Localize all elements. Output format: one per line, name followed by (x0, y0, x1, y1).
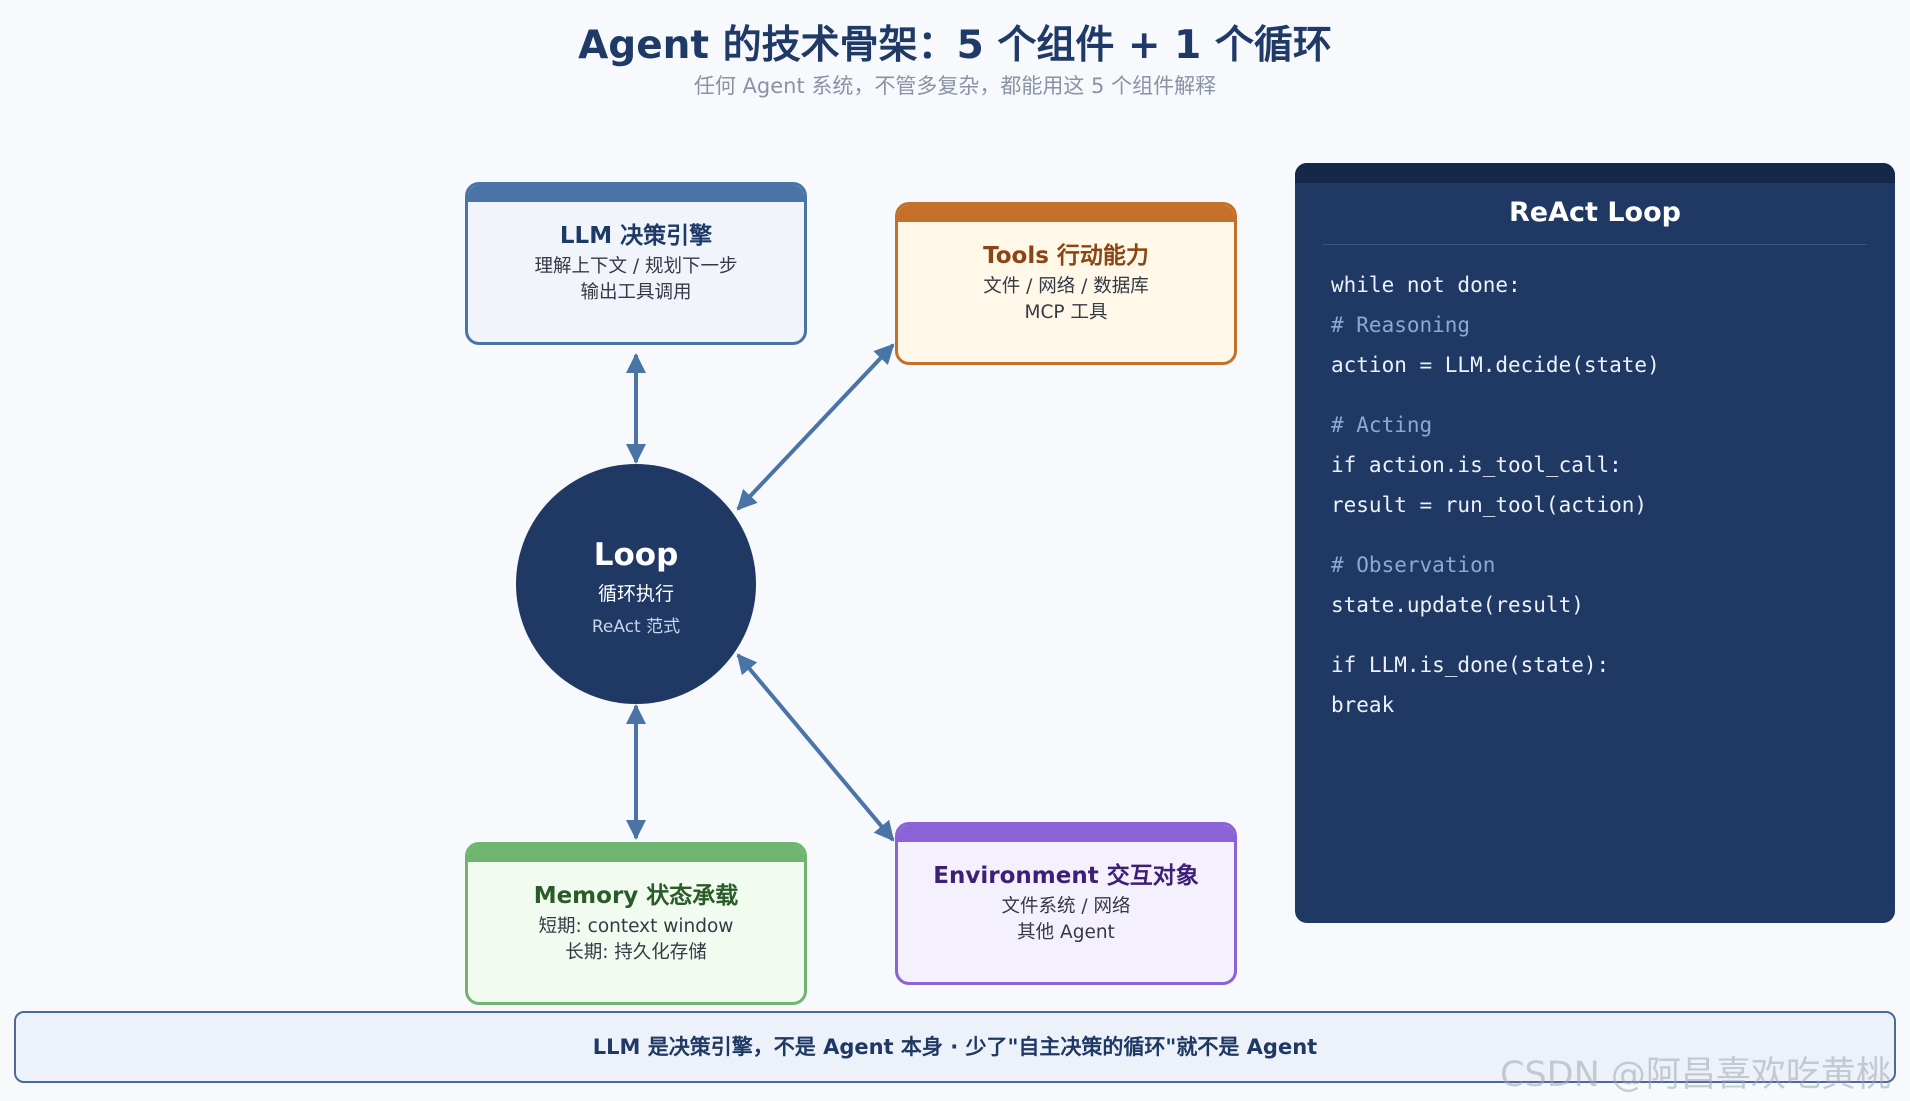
loop-caption: ReAct 范式 (591, 617, 681, 637)
react-code-block: while not done: # Reasoning action = LLM… (1295, 265, 1895, 725)
react-loop-panel: ReAct Loop while not done: # Reasoning a… (1295, 163, 1895, 923)
react-panel-title: ReAct Loop (1509, 197, 1681, 228)
tools-card-band (898, 205, 1234, 222)
memory-card-line: 短期: context window (538, 916, 734, 937)
code-gap (1331, 525, 1895, 545)
code-comment-line: # Observation (1331, 553, 1496, 577)
footer-note: LLM 是决策引擎，不是 Agent 本身 · 少了"自主决策的循环"就不是 A… (14, 1011, 1896, 1083)
code-line: if action.is_tool_call: (1331, 453, 1622, 477)
tools-component-card: Tools 行动能力 文件 / 网络 / 数据库 MCP 工具 (895, 202, 1237, 365)
code-line: if LLM.is_done(state): (1331, 653, 1610, 677)
environment-card-title: Environment 交互对象 (933, 863, 1199, 889)
watermark: CSDN @阿昌喜欢吃黄桃 (1500, 1055, 1891, 1095)
memory-card-title: Memory 状态承载 (533, 883, 739, 909)
llm-component-card: LLM 决策引擎 理解上下文 / 规划下一步 输出工具调用 (465, 182, 807, 345)
environment-card-line: 其他 Agent (1017, 922, 1115, 943)
llm-card-line: 输出工具调用 (580, 282, 692, 303)
memory-component-card: Memory 状态承载 短期: context window 长期: 持久化存储 (465, 842, 807, 1005)
tools-card-line: MCP 工具 (1024, 302, 1108, 323)
tools-card-line: 文件 / 网络 / 数据库 (983, 276, 1149, 297)
code-line: state.update(result) (1331, 593, 1584, 617)
code-comment-line: # Acting (1331, 413, 1433, 437)
code-comment-line: # Reasoning (1331, 313, 1471, 337)
code-gap (1331, 385, 1895, 405)
environment-component-card: Environment 交互对象 文件系统 / 网络 其他 Agent (895, 822, 1237, 985)
code-line: action = LLM.decide(state) (1331, 353, 1660, 377)
page-subtitle: 任何 Agent 系统，不管多复杂，都能用这 5 个组件解释 (693, 74, 1217, 98)
llm-card-title: LLM 决策引擎 (559, 223, 713, 249)
code-line: while not done: (1331, 273, 1521, 297)
react-panel-divider (1323, 244, 1867, 245)
loop-title: Loop (593, 537, 679, 573)
arrow-tools-loop (736, 343, 895, 511)
llm-card-band (468, 185, 804, 202)
arrow-environment-loop (736, 653, 895, 842)
tools-card-title: Tools 行动能力 (983, 243, 1149, 269)
page-title: Agent 的技术骨架：5 个组件 + 1 个循环 (578, 23, 1332, 68)
memory-card-band (468, 845, 804, 862)
code-line: break (1331, 693, 1395, 717)
memory-card-line: 长期: 持久化存储 (565, 942, 707, 963)
environment-card-band (898, 825, 1234, 842)
code-line: result = run_tool(action) (1331, 493, 1648, 517)
environment-card-line: 文件系统 / 网络 (1001, 896, 1131, 917)
react-panel-topbar (1295, 163, 1895, 183)
loop-subtitle: 循环执行 (597, 583, 674, 605)
code-gap (1331, 625, 1895, 645)
loop-circle: Loop 循环执行 ReAct 范式 (516, 464, 756, 704)
llm-card-line: 理解上下文 / 规划下一步 (534, 256, 738, 277)
